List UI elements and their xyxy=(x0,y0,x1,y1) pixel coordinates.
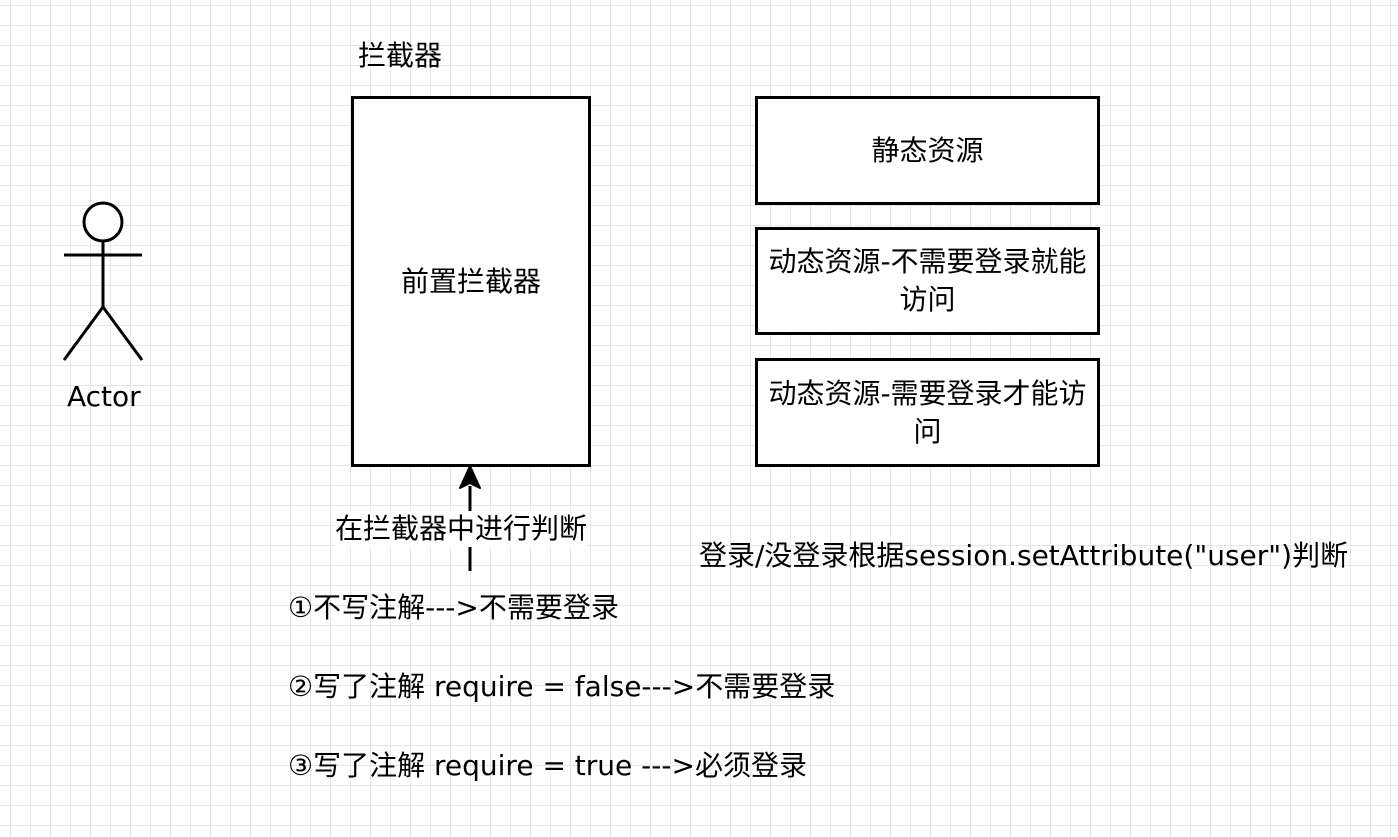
session-note: 登录/没登录根据session.setAttribute("user")判断 xyxy=(699,539,1349,572)
dynamic-login-box[interactable]: 动态资源-需要登录才能访问 xyxy=(755,358,1100,467)
actor-label: Actor xyxy=(67,380,141,413)
rule-item: ②写了注解 require = false--->不需要登录 xyxy=(288,670,836,703)
pre-interceptor-label: 前置拦截器 xyxy=(400,264,541,298)
static-resource-box[interactable]: 静态资源 xyxy=(755,96,1100,205)
dynamic-no-login-label: 动态资源-不需要登录就能访问 xyxy=(768,245,1087,316)
rule-item: ①不写注解--->不需要登录 xyxy=(288,591,619,624)
rule-item: ③写了注解 require = true --->必须登录 xyxy=(288,749,807,782)
static-resource-label: 静态资源 xyxy=(871,133,984,167)
arrow-label: 在拦截器中进行判断 xyxy=(335,511,588,547)
interceptor-title: 拦截器 xyxy=(358,39,443,72)
dynamic-no-login-box[interactable]: 动态资源-不需要登录就能访问 xyxy=(755,227,1100,335)
dynamic-login-label: 动态资源-需要登录才能访问 xyxy=(768,376,1087,448)
pre-interceptor-box[interactable]: 前置拦截器 xyxy=(351,96,591,467)
